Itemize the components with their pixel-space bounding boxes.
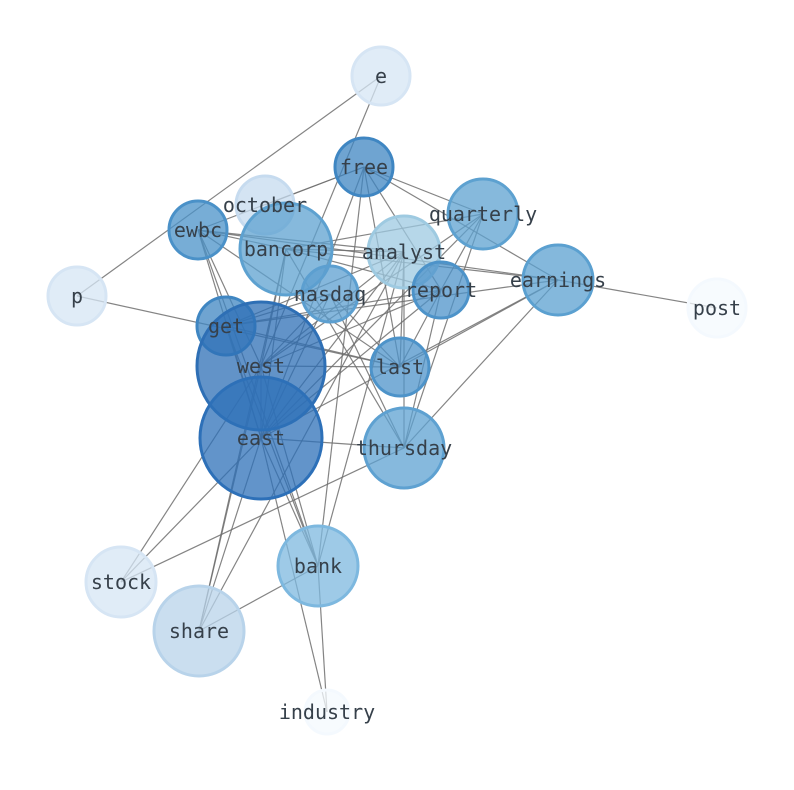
node-label-earnings: earnings: [510, 268, 606, 292]
node-label-analyst: analyst: [362, 240, 446, 264]
node-quarterly: [446, 177, 520, 251]
node-label-share: share: [169, 619, 229, 643]
node-circle-industry: [303, 688, 351, 736]
node-circle-bancorp: [238, 201, 334, 297]
node-circle-report: [411, 260, 471, 320]
node-circle-bank: [276, 524, 360, 608]
node-label-west: west: [237, 354, 285, 378]
node-label-industry: industry: [279, 700, 375, 724]
node-circle-share: [152, 584, 246, 678]
node-ewbc: [167, 199, 229, 261]
edge-ewbc-last: [197, 229, 401, 368]
nodes-layer: e free october quarterly ewbc bancorp analyst e…: [46, 45, 748, 736]
node-label-p: p: [71, 284, 83, 308]
node-p: [46, 265, 108, 327]
node-circle-quarterly: [446, 177, 520, 251]
node-stock: [84, 545, 158, 619]
edge-thursday-stock: [120, 447, 405, 583]
node-label-last: last: [376, 355, 424, 379]
node-circle-earnings: [521, 243, 595, 317]
node-label-post: post: [693, 296, 741, 320]
node-label-quarterly: quarterly: [429, 202, 537, 226]
node-label-nasdaq: nasdaq: [294, 282, 366, 306]
node-label-bancorp: bancorp: [244, 237, 328, 261]
node-circle-thursday: [362, 406, 446, 490]
node-industry: [303, 688, 351, 736]
node-earnings: [521, 243, 595, 317]
node-label-stock: stock: [91, 570, 151, 594]
node-label-ewbc: ewbc: [174, 218, 222, 242]
node-circle-e: [350, 45, 412, 107]
node-bank: [276, 524, 360, 608]
node-post: [686, 277, 748, 339]
node-label-east: east: [237, 426, 285, 450]
node-circle-nasdaq: [300, 264, 360, 324]
node-nasdaq: [300, 264, 360, 324]
node-share: [152, 584, 246, 678]
node-label-free: free: [340, 155, 388, 179]
node-bancorp: [238, 201, 334, 297]
node-last: [369, 336, 431, 398]
node-circle-post: [686, 277, 748, 339]
node-circle-ewbc: [167, 199, 229, 261]
edge-e-p: [76, 75, 382, 297]
node-circle-east: [198, 375, 324, 501]
node-circle-stock: [84, 545, 158, 619]
node-thursday: [362, 406, 446, 490]
node-label-thursday: thursday: [356, 436, 452, 460]
node-report: [411, 260, 471, 320]
node-free: [333, 136, 395, 198]
node-circle-last: [369, 336, 431, 398]
node-east: [198, 375, 324, 501]
node-label-get: get: [208, 314, 244, 338]
node-label-october: october: [223, 193, 307, 217]
node-e: [350, 45, 412, 107]
node-label-report: report: [405, 278, 477, 302]
edge-analyst-bank: [317, 251, 405, 567]
node-circle-free: [333, 136, 395, 198]
node-label-e: e: [375, 64, 387, 88]
node-circle-p: [46, 265, 108, 327]
node-label-bank: bank: [294, 554, 342, 578]
